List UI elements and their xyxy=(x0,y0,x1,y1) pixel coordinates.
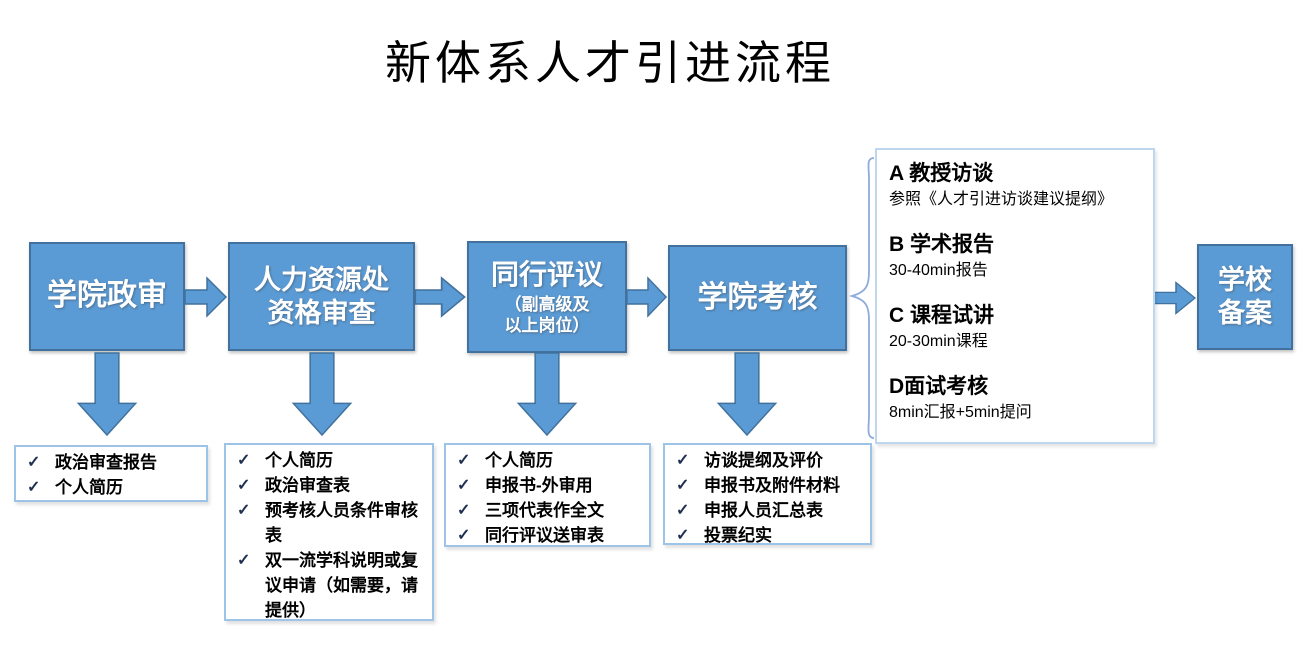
stage-box-school-filing: 学校 备案 xyxy=(1197,244,1293,350)
check-icon: ✓ xyxy=(676,452,690,469)
checklist-item-text: 个人简历 xyxy=(55,478,123,497)
assessment-item-heading: C 课程试讲 xyxy=(889,304,994,327)
check-icon: ✓ xyxy=(237,477,251,494)
checklist-item-text: 访谈提纲及评价 xyxy=(704,451,823,470)
check-icon: ✓ xyxy=(457,452,471,469)
checklist-item-text: 预考核人员条件审核表 xyxy=(265,501,418,545)
assessment-item-heading: D面试考核 xyxy=(889,375,989,398)
checklist-item-text: 个人简历 xyxy=(265,451,333,470)
arrow-right-icon xyxy=(414,276,466,318)
stage-box-hr-qualification-review: 人力资源处 资格审查 xyxy=(228,242,415,351)
checklist-item: ✓ 政治审查报告 xyxy=(24,450,198,475)
assessment-item: A 教授访谈 参照《人才引进访谈建议提纲》 xyxy=(889,160,1141,212)
arrow-down-icon xyxy=(76,352,138,437)
checklist-item: ✓ 投票纪实 xyxy=(673,523,862,548)
assessment-item-detail: 30-40min报告 xyxy=(889,262,988,279)
checklist-item-text: 申报书-外审用 xyxy=(485,476,593,495)
checklist-item: ✓ 访谈提纲及评价 xyxy=(673,448,862,473)
check-icon: ✓ xyxy=(457,527,471,544)
assessment-item: C 课程试讲 20-30min课程 xyxy=(889,302,1141,354)
stage-box-peer-review: 同行评议 （副高级及 以上岗位） xyxy=(467,241,627,353)
stage-label: 学校 备案 xyxy=(1218,265,1272,328)
stage-box-college-political-review: 学院政审 xyxy=(29,242,185,351)
check-icon: ✓ xyxy=(27,454,41,471)
stage-label: 学院考核 xyxy=(697,280,818,314)
checklist-item-text: 政治审查报告 xyxy=(55,453,157,472)
checklist-item-text: 三项代表作全文 xyxy=(485,501,604,520)
checklist-item-text: 同行评议送审表 xyxy=(485,526,604,545)
checklist-item: ✓ 个人简历 xyxy=(24,475,198,500)
checklist-item: ✓ 政治审查表 xyxy=(234,473,424,498)
arrow-down-icon xyxy=(516,352,578,437)
checklist-box-hr-review: ✓ 个人简历 ✓ 政治审查表 ✓ 预考核人员条件审核表 ✓ 双一流学科说明或复议… xyxy=(224,443,434,621)
checklist-item: ✓ 双一流学科说明或复议申请（如需要，请提供） xyxy=(234,548,424,623)
check-icon: ✓ xyxy=(457,477,471,494)
assessment-item-detail: 20-30min课程 xyxy=(889,333,988,350)
assessment-item-detail: 参照《人才引进访谈建议提纲》 xyxy=(889,191,1114,208)
arrow-down-icon xyxy=(291,352,353,437)
assessment-item: B 学术报告 30-40min报告 xyxy=(889,231,1141,283)
checklist-item-text: 个人简历 xyxy=(485,451,553,470)
arrow-down-icon xyxy=(716,352,778,437)
check-icon: ✓ xyxy=(27,479,41,496)
brace-icon xyxy=(848,157,875,439)
arrow-right-icon xyxy=(626,276,668,318)
checklist-item: ✓ 个人简历 xyxy=(454,448,641,473)
assessment-item: D面试考核 8min汇报+5min提问 xyxy=(889,373,1141,425)
arrow-right-icon xyxy=(184,276,228,318)
assessment-item-heading: A 教授访谈 xyxy=(889,162,994,185)
check-icon: ✓ xyxy=(237,552,251,569)
stage-label: 同行评议 xyxy=(490,258,603,290)
checklist-item-text: 申报人员汇总表 xyxy=(704,501,823,520)
stage-box-college-assessment: 学院考核 xyxy=(668,245,847,351)
check-icon: ✓ xyxy=(676,502,690,519)
check-icon: ✓ xyxy=(676,477,690,494)
check-icon: ✓ xyxy=(237,502,251,519)
assessment-item-detail: 8min汇报+5min提问 xyxy=(889,404,1032,421)
checklist-item: ✓ 个人简历 xyxy=(234,448,424,473)
checklist-item: ✓ 预考核人员条件审核表 xyxy=(234,498,424,548)
checklist-item: ✓ 同行评议送审表 xyxy=(454,523,641,548)
arrow-right-icon xyxy=(1153,281,1197,315)
assessment-panel: A 教授访谈 参照《人才引进访谈建议提纲》 B 学术报告 30-40min报告 … xyxy=(875,148,1155,444)
assessment-item-heading: B 学术报告 xyxy=(889,233,994,256)
stage-label: 人力资源处 资格审查 xyxy=(254,264,389,328)
checklist-item: ✓ 申报书及附件材料 xyxy=(673,473,862,498)
page-title: 新体系人才引进流程 xyxy=(385,37,835,89)
checklist-item: ✓ 申报人员汇总表 xyxy=(673,498,862,523)
stage-sublabel: （副高级及 以上岗位） xyxy=(504,294,590,336)
checklist-box-peer-review: ✓ 个人简历 ✓ 申报书-外审用 ✓ 三项代表作全文 ✓ 同行评议送审表 xyxy=(444,443,651,547)
checklist-item-text: 双一流学科说明或复议申请（如需要，请提供） xyxy=(265,551,418,620)
check-icon: ✓ xyxy=(237,452,251,469)
stage-label: 学院政审 xyxy=(47,279,167,313)
checklist-box-college-assessment: ✓ 访谈提纲及评价 ✓ 申报书及附件材料 ✓ 申报人员汇总表 ✓ 投票纪实 xyxy=(663,443,872,545)
check-icon: ✓ xyxy=(457,502,471,519)
checklist-item: ✓ 三项代表作全文 xyxy=(454,498,641,523)
checklist-box-political-review: ✓ 政治审查报告 ✓ 个人简历 xyxy=(14,445,208,502)
checklist-item-text: 政治审查表 xyxy=(265,476,350,495)
check-icon: ✓ xyxy=(676,527,690,544)
checklist-item: ✓ 申报书-外审用 xyxy=(454,473,641,498)
checklist-item-text: 投票纪实 xyxy=(704,526,772,545)
checklist-item-text: 申报书及附件材料 xyxy=(704,476,840,495)
